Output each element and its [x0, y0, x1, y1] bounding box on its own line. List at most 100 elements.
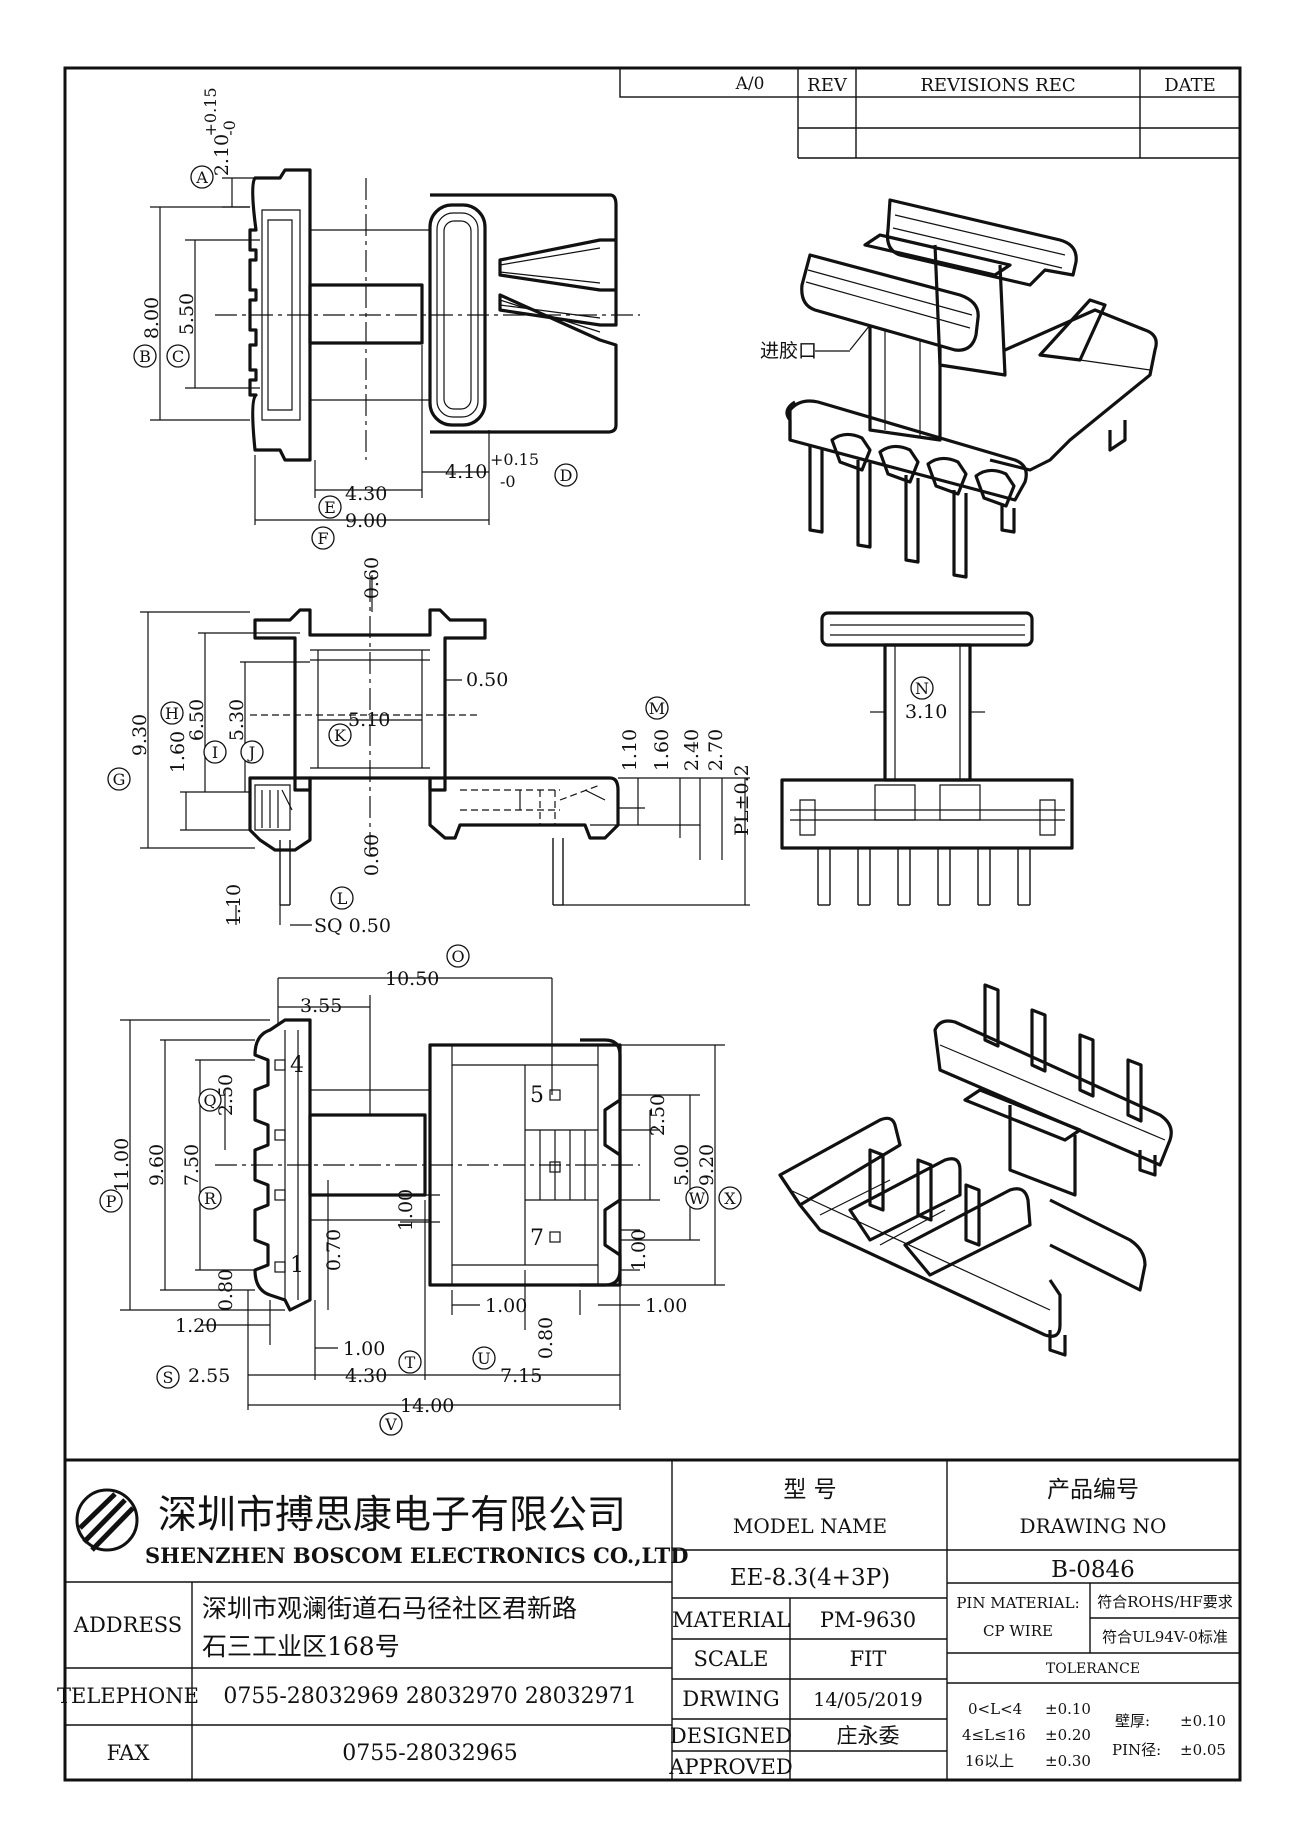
tol-value-1: ±0.10: [1045, 1700, 1091, 1718]
label-N: N: [915, 679, 929, 698]
tol-range-1: 0<L<4: [968, 1700, 1022, 1718]
model-label-en: MODEL NAME: [733, 1514, 887, 1538]
dim-550: 5.50: [176, 293, 198, 335]
dim-500: 5.00: [671, 1144, 693, 1186]
drawn-date: 14/05/2019: [813, 1689, 923, 1711]
dim-sq: SQ 0.50: [314, 915, 391, 937]
model-value: EE-8.3(4+3P): [730, 1565, 890, 1591]
approved-label: APPROVED: [668, 1755, 792, 1779]
material-value: PM-9630: [820, 1608, 916, 1632]
pin-diameter-label: PIN径:: [1112, 1741, 1161, 1759]
scale-label: SCALE: [694, 1647, 769, 1671]
rohs-note: 符合ROHS/HF要求: [1097, 1593, 1233, 1611]
label-M: M: [649, 699, 665, 718]
gate-label: 进胶口: [760, 340, 817, 362]
ul-note: 符合UL94V-0标准: [1102, 1628, 1228, 1646]
top-view: 8.00 5.50 2.10 +0.15 -0 4.30 4.10 +0.15 …: [133, 87, 640, 550]
company-logo-icon: [75, 1488, 139, 1552]
dim-050: 0.50: [466, 669, 508, 691]
dim-960: 9.60: [146, 1144, 168, 1186]
dim-410-tol: +0.15: [490, 450, 539, 469]
label-Q: Q: [203, 1091, 216, 1110]
label-X: X: [724, 1189, 736, 1208]
dim-250-right: 2.50: [647, 1094, 669, 1136]
label-C: C: [172, 347, 184, 366]
dim-1100: 11.00: [111, 1138, 133, 1192]
address-line2: 石三工业区168号: [202, 1632, 400, 1661]
dim-060-bot: 0.60: [361, 834, 383, 876]
fax-value: 0755-28032965: [342, 1741, 517, 1766]
dim-270: 2.70: [705, 729, 727, 771]
revision-table: A/0 REV REVISIONS REC DATE: [619, 67, 1241, 159]
drawing-no-value: B-0846: [1051, 1557, 1135, 1583]
dim-1400: 14.00: [400, 1395, 454, 1417]
material-label: MATERIAL: [672, 1608, 790, 1632]
label-R: R: [204, 1189, 217, 1208]
label-I: I: [212, 743, 218, 762]
iso-view-top: 进胶口: [760, 198, 1158, 579]
tol-range-3: 16以上: [965, 1752, 1014, 1770]
bottom-view: 4 1 5 7 11.00 9.60 7.50 2.5: [99, 944, 742, 1436]
dim-1050: 10.50: [385, 968, 439, 990]
dim-210-tol: +0.15: [201, 87, 220, 136]
dim-510: 5.10: [348, 709, 390, 731]
label-B: B: [139, 347, 151, 366]
pin-5-label: 5: [530, 1083, 544, 1108]
side-view: 3.10 N: [780, 611, 1074, 906]
pin-4-label: 4: [290, 1053, 304, 1078]
pin-7-label: 7: [530, 1226, 544, 1251]
dim-210: 2.10: [211, 134, 233, 176]
dim-250-left: 2.50: [215, 1074, 237, 1116]
label-D: D: [560, 466, 573, 485]
dim-100-mid: 1.00: [395, 1189, 417, 1231]
dim-100-right: 1.00: [628, 1229, 650, 1271]
label-L: L: [337, 889, 348, 908]
drawing-no-label-en: DRAWING NO: [1020, 1514, 1167, 1538]
dim-070: 0.70: [323, 1229, 345, 1271]
dim-080-left: 0.80: [215, 1269, 237, 1311]
dim-255: 2.55: [188, 1365, 230, 1387]
wall-thickness-value: ±0.10: [1180, 1712, 1226, 1730]
telephone-label: TELEPHONE: [57, 1684, 199, 1708]
dim-210-tol2: -0: [220, 120, 239, 136]
dim-530: 5.30: [226, 699, 248, 741]
label-V: V: [384, 1415, 397, 1434]
label-T: T: [405, 1353, 416, 1372]
dim-715: 7.15: [500, 1365, 542, 1387]
label-A: A: [195, 168, 208, 187]
company-name-en: SHENZHEN BOSCOM ELECTRONICS CO.,LTD: [145, 1543, 688, 1568]
designed-label: DESIGNED: [670, 1724, 792, 1748]
dim-110-right: 1.10: [619, 729, 641, 771]
dim-800: 8.00: [141, 297, 163, 339]
dim-410-tol2: -0: [500, 472, 516, 491]
dim-080-mid: 0.80: [535, 1317, 557, 1359]
dim-100-a: 1.00: [485, 1295, 527, 1317]
dim-100-left: 1.00: [343, 1338, 385, 1360]
fax-label: FAX: [107, 1741, 150, 1765]
rev-date-label: DATE: [1164, 75, 1216, 96]
dim-160-right: 1.60: [651, 729, 673, 771]
front-view: 9.30 6.50 5.30 1.60 5.10 0.60 0.50 0.60 …: [107, 557, 753, 937]
tol-range-2: 4≤L≤16: [962, 1726, 1026, 1744]
dim-120: 1.20: [175, 1315, 217, 1337]
rev-ao-label: A/0: [735, 74, 765, 94]
dim-650: 6.50: [186, 699, 208, 741]
title-block: 深圳市搏思康电子有限公司 SHENZHEN BOSCOM ELECTRONICS…: [57, 1458, 1240, 1780]
model-label-cn: 型 号: [783, 1477, 836, 1503]
dim-900: 9.00: [345, 510, 387, 532]
cp-wire-label: CP WIRE: [983, 1622, 1053, 1640]
drawing-no-label-cn: 产品编号: [1047, 1477, 1139, 1503]
dim-430-bot: 4.30: [345, 1365, 387, 1387]
label-H: H: [165, 704, 179, 723]
pin-1-label: 1: [290, 1253, 304, 1278]
label-W: W: [689, 1189, 706, 1208]
tol-value-3: ±0.30: [1045, 1752, 1091, 1770]
pin-material-label: PIN MATERIAL:: [956, 1594, 1079, 1612]
revisions-rec-label: REVISIONS REC: [920, 75, 1075, 96]
dim-410: 4.10: [445, 461, 487, 483]
dim-160-left: 1.60: [167, 731, 189, 773]
pin-diameter-value: ±0.05: [1180, 1741, 1226, 1759]
label-U: U: [477, 1349, 490, 1368]
designed-value: 庄永委: [837, 1724, 900, 1748]
